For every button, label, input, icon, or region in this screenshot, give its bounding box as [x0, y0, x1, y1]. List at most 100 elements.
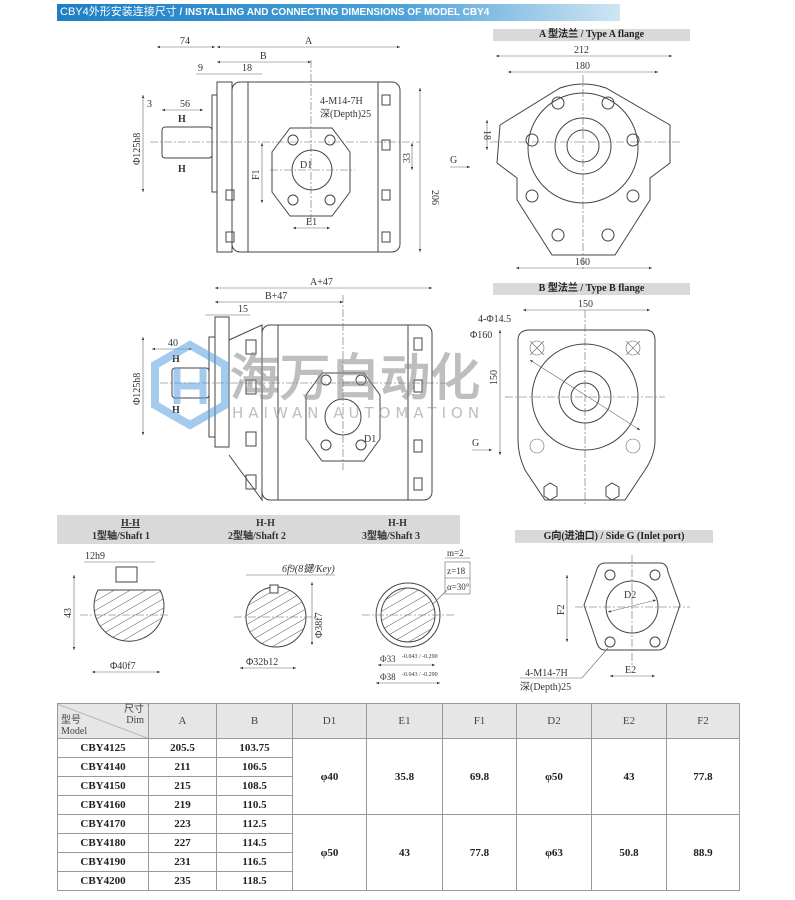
- col-header-e1: E1: [366, 703, 443, 739]
- dim-d1: D1: [300, 160, 312, 171]
- col-header-a: A: [148, 703, 217, 739]
- dim-18: 18: [242, 63, 252, 74]
- b-cell: 116.5: [216, 852, 293, 872]
- e1-cell: 43: [366, 814, 443, 891]
- f2-cell: 77.8: [666, 738, 740, 815]
- col-header-f2: F2: [666, 703, 740, 739]
- title-cn: CBY4外形安装连接尺寸: [60, 6, 177, 18]
- b-cell: 114.5: [216, 833, 293, 853]
- shaft2-height: Φ38f7: [314, 612, 325, 638]
- watermark-en: HAIWAN AUTOMATION: [232, 404, 484, 422]
- dim-150-height: 150: [489, 370, 500, 385]
- shaft2-hh: H-H: [256, 518, 275, 529]
- a-cell: 231: [148, 852, 217, 872]
- dim-9: 9: [198, 63, 203, 74]
- table-header-row: 尺寸 Dim 型号 Model A B D1 E1 F1 D2 E2 F2: [57, 703, 740, 739]
- dim-holes: 4-Φ14.5: [478, 314, 511, 325]
- a-cell: 227: [148, 833, 217, 853]
- d2-cell: φ50: [516, 738, 592, 815]
- shaft1-hh: H-H: [121, 518, 140, 529]
- side-g-header: G向(进油口) / Side G (Inlet port): [515, 530, 713, 543]
- e1-cell: 35.8: [366, 738, 443, 815]
- title-bar: CBY4外形安装连接尺寸 / INSTALLING AND CONNECTING…: [57, 4, 620, 21]
- g-depth-label: 深(Depth)25: [520, 681, 571, 693]
- corner-model-en: Model: [61, 726, 88, 737]
- shaft3-d1-tol: -0.043 / -0.290: [402, 654, 438, 660]
- shaft2-key: 6f9(8键/Key): [282, 563, 335, 575]
- model-cell: CBY4180: [57, 833, 149, 853]
- f1-cell: 69.8: [442, 738, 517, 815]
- dim-d2: D2: [624, 590, 636, 601]
- dim-33: 33: [402, 153, 413, 163]
- b-cell: 118.5: [216, 871, 293, 891]
- dim-b47: B+47: [265, 291, 287, 302]
- table-corner-header: 尺寸 Dim 型号 Model: [57, 703, 149, 739]
- shaft3-d2-tol: -0.043 / -0.290: [402, 672, 438, 678]
- model-cell: CBY4190: [57, 852, 149, 872]
- d1-cell: φ50: [292, 814, 367, 891]
- dim-phi160: Φ160: [470, 330, 492, 341]
- model-cell: CBY4170: [57, 814, 149, 834]
- dim-a: A: [305, 36, 313, 47]
- shaft2-label: 2型轴/Shaft 2: [228, 529, 286, 542]
- a-cell: 215: [148, 776, 217, 796]
- dim-a47: A+47: [310, 277, 333, 288]
- shaft1-label: 1型轴/Shaft 1: [92, 529, 150, 542]
- corner-model-cn: 型号: [61, 715, 81, 726]
- dim-15: 15: [238, 304, 248, 315]
- shaft3-label: 3型轴/Shaft 3: [362, 529, 420, 542]
- shaft-header-bar: [57, 515, 460, 544]
- dim-56: 56: [180, 99, 190, 110]
- a-cell: 223: [148, 814, 217, 834]
- dim-f2: F2: [556, 604, 567, 615]
- side-view: 74 A B 9 18 3 56 H H Φ125h8 206 33 F1 E1…: [132, 36, 440, 253]
- shaft3-d1: Φ33: [380, 654, 396, 664]
- dim-b: B: [260, 51, 267, 62]
- dim-180: 180: [575, 61, 590, 72]
- dim-206: 206: [429, 190, 440, 205]
- flange-a-view: 212 180 160 18 G: [450, 45, 680, 270]
- dim-40: 40: [168, 338, 178, 349]
- watermark-cn: 海万自动化: [230, 349, 480, 407]
- col-header-d1: D1: [292, 703, 367, 739]
- gear-module: m=2: [447, 548, 464, 558]
- a-cell: 219: [148, 795, 217, 815]
- shaft1-key: 12h9: [85, 551, 105, 562]
- col-header-b: B: [216, 703, 293, 739]
- shaft2-dia: Φ32b12: [246, 657, 278, 668]
- shaft1-section: 12h9 43 Φ40f7: [63, 551, 168, 674]
- col-header-d2: D2: [516, 703, 592, 739]
- g-thread-label: 4-M14-7H: [525, 668, 568, 679]
- shaft3-d2: Φ38: [380, 672, 396, 682]
- shaft1-dia: Φ40f7: [110, 661, 136, 672]
- dim-160: 160: [575, 257, 590, 268]
- watermark-logo: 海万自动化 HAIWAN AUTOMATION: [151, 340, 484, 430]
- shaft2-section: 6f9(8键/Key) Φ38f7 Φ32b12: [234, 563, 335, 670]
- b-cell: 106.5: [216, 757, 293, 777]
- d1-cell: φ40: [292, 738, 367, 815]
- model-cell: CBY4160: [57, 795, 149, 815]
- shaft-headers: H-H 1型轴/Shaft 1 H-H 2型轴/Shaft 2 H-H 3型轴/…: [92, 518, 420, 542]
- dim-150-width: 150: [578, 299, 593, 310]
- a-cell: 211: [148, 757, 217, 777]
- model-cell: CBY4200: [57, 871, 149, 891]
- model-cell: CBY4150: [57, 776, 149, 796]
- dim-e1: E1: [306, 217, 317, 228]
- corner-dim-cn: 尺寸: [124, 704, 144, 715]
- dim-e2: E2: [625, 665, 636, 676]
- section-h-bottom-b: H: [172, 405, 180, 416]
- flange-b-header: B 型法兰 / Type B flange: [493, 283, 690, 295]
- shaft1-height: 43: [63, 608, 74, 618]
- model-cell: CBY4125: [57, 738, 149, 758]
- shaft3-hh: H-H: [388, 518, 407, 529]
- model-cell: CBY4140: [57, 757, 149, 777]
- dim-74: 74: [180, 36, 190, 47]
- section-h-top: H: [178, 114, 186, 125]
- b-cell: 103.75: [216, 738, 293, 758]
- corner-dim-en: Dim: [126, 715, 144, 726]
